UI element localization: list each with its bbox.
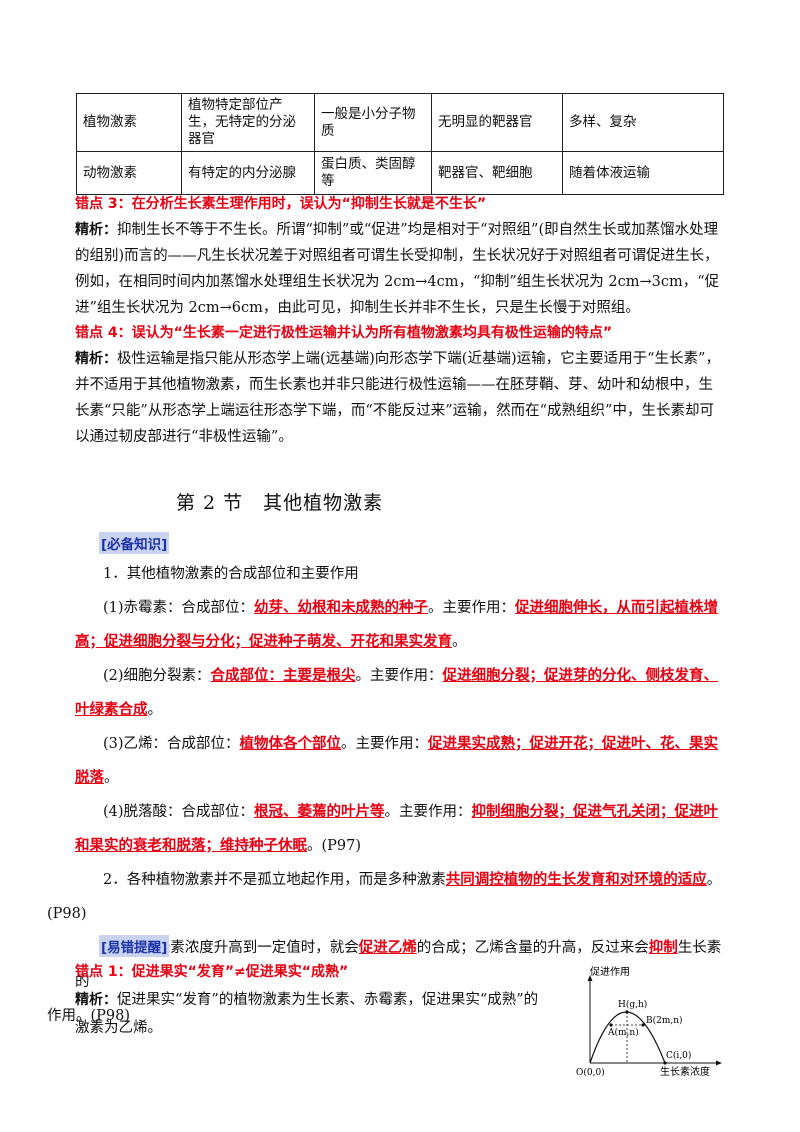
hormone-comparison-table: 植物激素 植物特定部位产生，无特定的分泌器官 一般是小分子物质 无明显的靶器官 …	[76, 93, 724, 195]
label-h: H(g,h)	[618, 999, 647, 1010]
label-b: B(2m,n)	[646, 1015, 683, 1026]
item-prefix: (3)乙烯：合成部位：	[103, 736, 240, 752]
table-row: 植物激素 植物特定部位产生，无特定的分泌器官 一般是小分子物质 无明显的靶器官 …	[76, 93, 724, 152]
item-continuation: 作用。(P98)	[47, 1008, 131, 1024]
knowledge-item-2: 2．各种植物激素并不是孤立地起作用，而是多种激素共同调控植物的生长发育和对环境的…	[75, 863, 729, 897]
answer-text: 素合成	[104, 701, 148, 718]
error-point-3: 错点 3：在分析生长素生理作用时，误认为“抑制生长就是不生长” 精析：抑制生长不…	[75, 191, 727, 321]
table-cell: 蛋白质、类固醇等	[314, 151, 432, 195]
point-h	[625, 1010, 629, 1014]
abscisic-acid-item: (4)脱落酸：合成部位：根冠、萎蔫的叶片等。主要作用：抑制细胞分裂；促进气孔关闭…	[75, 795, 729, 863]
answer-text: 促进果实成熟；促进开花；促进叶、花、果实脱落	[75, 735, 719, 786]
error-point-1: 错点 1：促进果实“发育”≠促进果实“成熟” 精析：促进果实“发育”的植物激素为…	[75, 958, 575, 1042]
label-c: C(i,0)	[666, 1050, 691, 1061]
answer-text: 促进细胞分裂与分化；促进种子萌发、开花和果实发育	[104, 633, 452, 650]
x-axis-arrow	[716, 1060, 722, 1066]
knowledge-tag: [必备知识]	[99, 532, 170, 554]
table-cell: 植物特定部位产生，无特定的分泌器官	[181, 93, 315, 152]
item-text: 。主要作用：	[355, 668, 443, 684]
point-c	[663, 1061, 667, 1065]
table-cell: 随着体液运输	[562, 151, 724, 195]
analysis-paragraph: 精析：极性运输是指只能从形态学上端(远基端)向形态学下端(近基端)运输，它主要适…	[75, 346, 727, 450]
label-origin: O(0,0)	[576, 1067, 605, 1078]
item-prefix: (4)脱落酸：合成部位：	[103, 804, 255, 820]
section-title: 第 2 节 其他植物激素	[176, 492, 384, 514]
table-cell: 有特定的内分泌腺	[181, 151, 315, 195]
item-text: 。	[452, 634, 467, 650]
ethylene-item: (3)乙烯：合成部位：植物体各个部位。主要作用：促进果实成熟；促进开花；促进叶、…	[75, 727, 729, 795]
table-cell: 植物激素	[76, 93, 182, 152]
reminder-tag: [易错提醒]	[99, 935, 170, 957]
answer-text: 抑制细胞分裂；促进气孔关闭；促进叶和果	[75, 803, 719, 854]
analysis-label: 精析：	[75, 222, 117, 238]
item-text: 生长素的	[75, 940, 722, 990]
item-text: 2．各种植物激素并不是孤立地起作用，而是多种激素	[103, 872, 446, 888]
table-cell: 多样、复杂	[562, 93, 724, 152]
table-cell: 靶器官、靶细胞	[431, 151, 563, 195]
answer-text: 促进乙烯	[358, 939, 417, 956]
answer-text: 实的衰老和脱落；维持种子休眠	[104, 837, 307, 854]
answer-text: 促进细胞伸长，从而引起植株增高；	[75, 599, 719, 650]
analysis-paragraph: 精析：抑制生长不等于不生长。所谓“抑制”或“促进”均是相对于“对照组”(即自然生…	[75, 217, 727, 321]
analysis-label: 精析：	[75, 351, 117, 367]
error-point-4: 错点 4：误认为“生长素一定进行极性运输并认为所有植物激素均具有极性运输的特点”…	[75, 320, 727, 450]
analysis-text-continued: 激素为乙烯。	[75, 1020, 162, 1036]
item-text: 的合成；乙烯含量的升高，反过来会	[416, 940, 649, 956]
item-text: 。	[147, 702, 163, 718]
analysis-label: 精析：	[75, 992, 117, 1008]
answer-text: 根冠、萎蔫的叶片等	[254, 803, 385, 820]
answer-text: 植物体各个部位	[239, 735, 342, 752]
knowledge-heading: 1．其他植物激素的合成部位和主要作用	[103, 566, 359, 582]
answer-text: 幼芽、幼根和未成熟的种子	[254, 599, 429, 616]
answer-text: 抑制	[648, 939, 678, 956]
item-text: 。	[706, 872, 722, 888]
answer-text: 合成部位：主要是根尖	[210, 667, 356, 684]
item-prefix: (1)赤霉素：合成部位：	[103, 600, 255, 616]
item-text: 。主要作用：	[428, 600, 516, 616]
cytokinin-item: (2)细胞分裂素：合成部位：主要是根尖。主要作用：促进细胞分裂；促进芽的分化、侧…	[75, 659, 729, 727]
answer-text: 共同调控植物的生长发育和对环境的适应	[445, 871, 707, 888]
item-text: 。主要作用：	[341, 736, 429, 752]
label-a: A(m,n)	[607, 1027, 639, 1038]
gibberellin-item: (1)赤霉素：合成部位：幼芽、幼根和未成熟的种子。主要作用：促进细胞伸长，从而引…	[75, 591, 729, 659]
analysis-text: 抑制生长不等于不生长。所谓“抑制”或“促进”均是相对于“对照组”(即自然生长或加…	[75, 222, 720, 316]
table-cell: 动物激素	[76, 151, 182, 195]
analysis-text: 促进果实“发育”的植物激素为生长素、赤霉素，促进果实“成熟”的	[117, 992, 539, 1008]
answer-text: 促进细胞分裂；促进芽的分化、侧枝发育、叶绿	[75, 667, 719, 718]
table-cell: 无明显的靶器官	[431, 93, 563, 152]
table-cell: 一般是小分子物质	[314, 93, 432, 152]
x-axis-label: 生长素浓度	[660, 1065, 710, 1078]
table-row: 动物激素 有特定的内分泌腺 蛋白质、类固醇等 靶器官、靶细胞 随着体液运输	[76, 151, 724, 195]
error-title: 错点 1：促进果实“发育”≠促进果实“成熟”	[75, 964, 349, 980]
item-text: 。	[104, 770, 119, 786]
y-axis-arrow	[587, 975, 593, 981]
item-text: 。(P97)	[307, 838, 362, 854]
auxin-effect-graph: 促进作用 H(g,h) A(m,n) B(2m,n) C(i,0) O(0,0)…	[576, 965, 722, 1078]
y-axis-label: 促进作用	[590, 965, 630, 978]
analysis-paragraph: 精析：促进果实“发育”的植物激素为生长素、赤霉素，促进果实“成熟”的	[75, 986, 575, 1014]
error-title: 错点 3：在分析生长素生理作用时，误认为“抑制生长就是不生长”	[75, 196, 487, 212]
point-a	[609, 1023, 613, 1027]
page-reference: (P98)	[47, 906, 87, 922]
analysis-text: 极性运输是指只能从形态学上端(远基端)向形态学下端(近基端)运输，它主要适用于“…	[75, 351, 720, 445]
error-title: 错点 4：误认为“生长素一定进行极性运输并认为所有植物激素均具有极性运输的特点”	[75, 325, 613, 341]
knowledge-list: 1．其他植物激素的合成部位和主要作用 (1)赤霉素：合成部位：幼芽、幼根和未成熟…	[47, 557, 729, 1033]
item-prefix: (2)细胞分裂素：	[103, 668, 211, 684]
point-b	[641, 1023, 645, 1027]
item-text: 。主要作用：	[384, 804, 472, 820]
